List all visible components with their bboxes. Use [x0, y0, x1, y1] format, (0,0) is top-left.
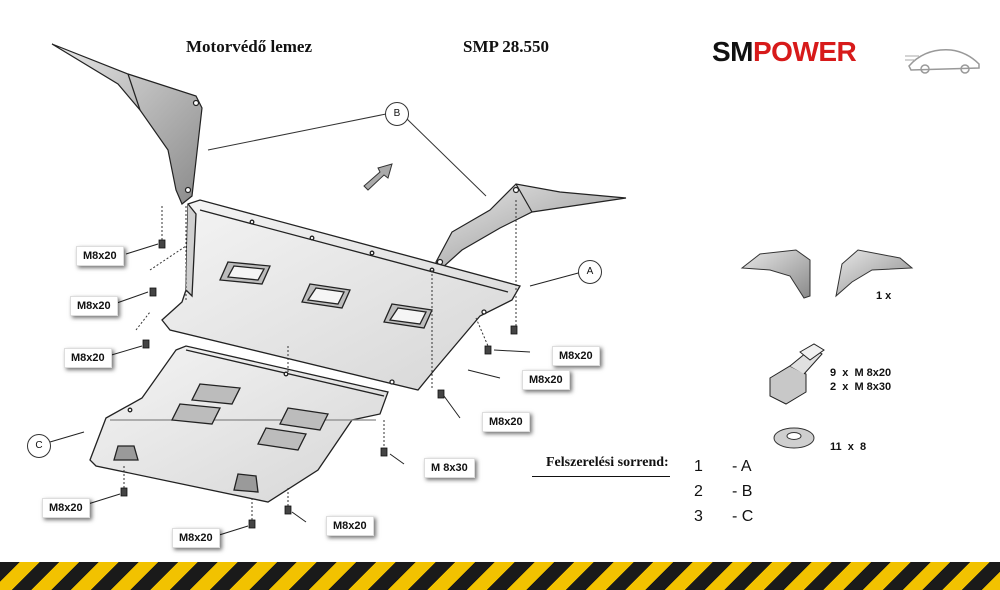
washer-illustration: [773, 427, 815, 449]
bolt-label: M8x20: [70, 296, 118, 316]
bolt-label: M8x20: [42, 498, 90, 518]
bolt-label: M8x20: [172, 528, 220, 548]
hazard-stripe-footer: [0, 562, 1000, 590]
bolt-label: M8x20: [76, 246, 124, 266]
bolt-illustration: [769, 343, 825, 405]
right-bracket: [435, 183, 627, 269]
assembly-order-underline: [532, 476, 670, 477]
assembly-step-part: - B: [732, 483, 753, 500]
callout-b: B: [385, 102, 409, 126]
assembly-order-title: Felszerelési sorrend:: [546, 455, 669, 470]
bracket-pair-illustration: [740, 249, 914, 299]
left-bracket: [51, 43, 203, 205]
bolt-label: M8x20: [522, 370, 570, 390]
smpower-logo: SMPOWER: [712, 36, 857, 67]
plate-c: [89, 345, 389, 503]
assembly-step-number: 1: [694, 458, 703, 475]
bolt-quantity-m8x20: 9 x M 8x20: [830, 367, 892, 379]
callout-a: A: [578, 260, 602, 284]
plate-a: [161, 199, 521, 391]
assembly-step-part: - C: [732, 508, 754, 525]
callout-c: C: [27, 434, 51, 458]
brackets-quantity: 1 x: [876, 290, 892, 302]
part-code: SMP 28.550: [463, 37, 549, 56]
part-title: Motorvédő lemez: [186, 37, 313, 56]
logo-car-icon: [905, 49, 980, 74]
assembly-step-number: 2: [694, 483, 703, 500]
bolt-label: M8x20: [64, 348, 112, 368]
bolt-label: M 8x30: [424, 458, 475, 478]
assembly-step-number: 3: [694, 508, 703, 525]
bolt-icons: [120, 239, 518, 529]
washer-quantity: 11 x 8: [830, 441, 867, 453]
bolt-label: M8x20: [326, 516, 374, 536]
assembly-step-part: - A: [732, 458, 752, 475]
bolt-label: M8x20: [552, 346, 600, 366]
bolt-quantity-m8x30: 2 x M 8x30: [830, 381, 892, 393]
front-direction-arrow: [363, 163, 393, 191]
bolt-label: M8x20: [482, 412, 530, 432]
